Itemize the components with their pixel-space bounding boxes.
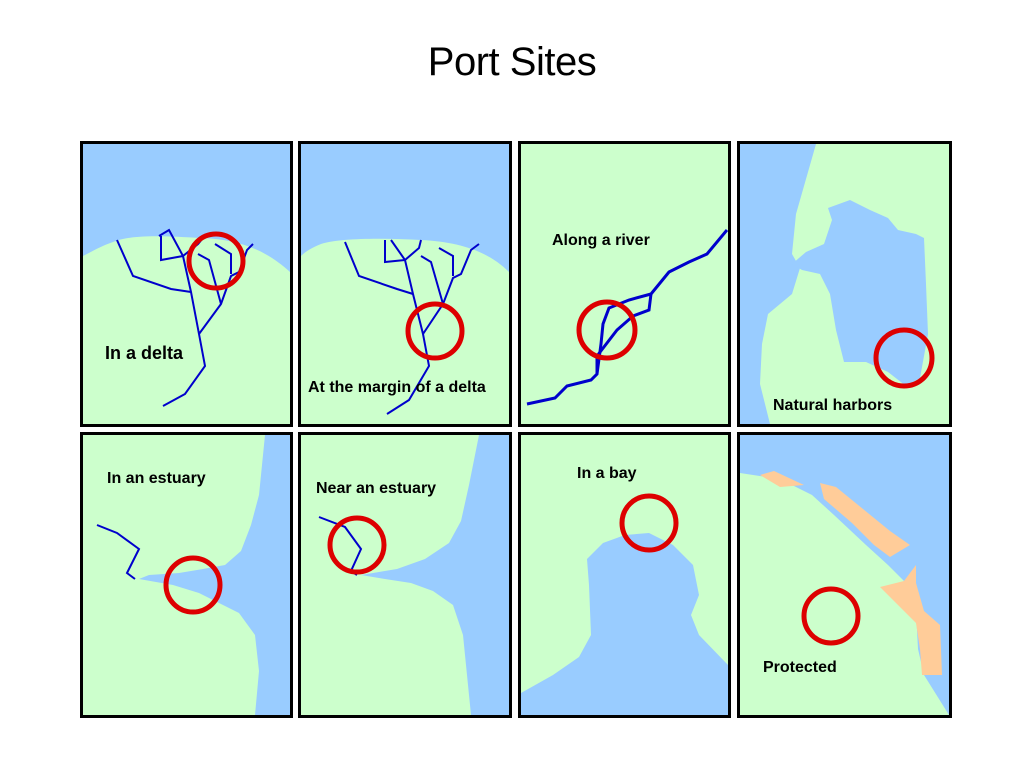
panel-natural-harbors: Natural harbors: [737, 141, 952, 427]
panel-near-an-estuary: Near an estuary: [298, 432, 512, 718]
panel-label: In an estuary: [107, 470, 206, 487]
panel-in-a-bay: In a bay: [518, 432, 731, 718]
panel-protected: Protected: [737, 432, 952, 718]
sand-bar: [760, 471, 804, 487]
delta-map: [83, 144, 290, 407]
near-estuary-map: [318, 435, 509, 715]
panel-label: Protected: [763, 659, 837, 676]
sand-bar: [880, 565, 942, 675]
port-site-circle: [619, 493, 679, 553]
harbor-map: [740, 144, 935, 424]
panel-along-a-river: Along a river: [518, 141, 731, 427]
port-site-circle: [163, 555, 223, 615]
protected-map: [740, 435, 949, 715]
panel-in-an-estuary: In an estuary: [80, 432, 293, 718]
port-site-circle: [801, 586, 861, 646]
panel-label: Natural harbors: [773, 397, 893, 414]
port-site-circle: [327, 515, 387, 575]
panel-label: Near an estuary: [316, 480, 437, 497]
estuary-map: [96, 435, 290, 715]
panel-in-a-delta: In a delta: [80, 141, 293, 427]
page-title: Port Sites: [427, 40, 597, 84]
panel-margin-of-delta: At the margin of a delta: [298, 141, 512, 427]
panel-label: At the margin of a delta: [308, 379, 486, 396]
bay-map: [521, 493, 728, 715]
panel-label: In a delta: [105, 343, 184, 363]
port-site-circle: [873, 327, 935, 389]
port-site-circle: [405, 301, 465, 361]
panel-label: In a bay: [577, 465, 637, 482]
port-site-circle: [576, 299, 638, 361]
river-map: [526, 229, 728, 406]
sand-bar: [820, 483, 910, 557]
panel-label: Along a river: [552, 232, 650, 249]
delta-margin-map: [301, 144, 509, 415]
port-site-circle: [186, 231, 246, 291]
